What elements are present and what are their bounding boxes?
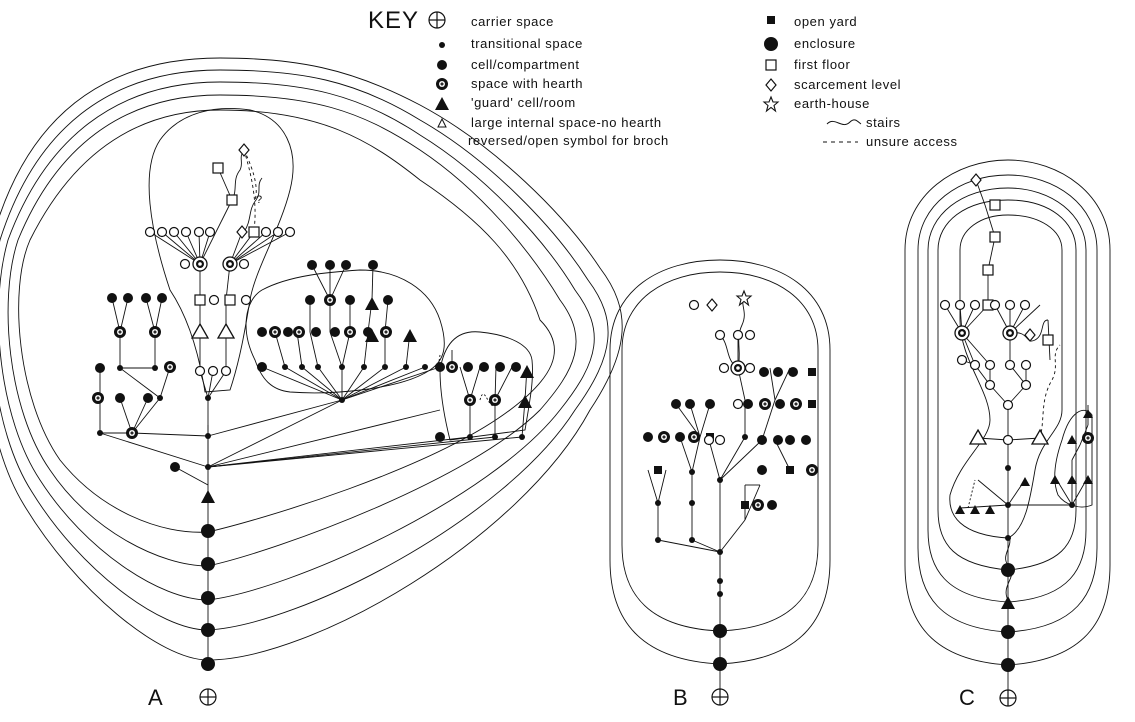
key-title: KEY — [368, 7, 419, 34]
enclosure-ring-5 — [0, 57, 623, 661]
hearth-symbol-icon — [436, 78, 448, 90]
broch-boundary — [148, 108, 294, 393]
enclosure-node-icon — [713, 657, 727, 671]
key-label-enclosure: enclosure — [794, 36, 856, 51]
earth-house-symbol-icon — [763, 96, 779, 112]
enclosure-ring-3 — [0, 81, 595, 601]
large-internal-space-symbol-icon — [437, 117, 447, 128]
diagram-b — [609, 259, 831, 695]
enclosure-node-icon — [201, 591, 215, 605]
carrier-node-icon — [711, 688, 729, 706]
transitional-space-symbol-icon — [439, 42, 445, 48]
cell-symbol-icon — [437, 60, 447, 70]
key-label-earth-house: earth-house — [794, 96, 870, 111]
diagram-a-nodes: ? — [92, 143, 534, 706]
key-note: reversed/open symbol for broch — [468, 133, 669, 148]
broch-boundary — [949, 214, 1063, 539]
enclosure-ring-2 — [7, 94, 577, 567]
key-label-hearth: space with hearth — [471, 76, 583, 91]
key-label-stairs: stairs — [866, 115, 901, 130]
open-yard-symbol-icon — [767, 16, 775, 24]
enclosure-node-icon — [1001, 658, 1015, 672]
panel-label-a: A — [148, 685, 163, 710]
side-group-boundary — [439, 331, 533, 441]
guard-node-icon — [1001, 596, 1015, 609]
enclosure-ring-3 — [927, 187, 1087, 603]
enclosure-ring-4 — [937, 199, 1077, 571]
key-label-unsure: unsure access — [866, 134, 958, 149]
panel-label-b: B — [673, 685, 688, 710]
diagram-b-nodes — [643, 290, 818, 706]
key-label-cell: cell/compartment — [471, 57, 580, 72]
enclosure-node-icon — [201, 524, 215, 538]
enclosure-node-icon — [1001, 625, 1015, 639]
enclosure-ring-1 — [904, 159, 1111, 666]
first-floor-symbol-icon — [765, 59, 777, 71]
enclosure-node-icon — [201, 557, 215, 571]
panel-label-c: C — [959, 685, 975, 710]
enclosure-symbol-icon — [764, 37, 778, 51]
enclosure-ring-1 — [18, 109, 555, 533]
enclosure-node-icon — [1001, 563, 1015, 577]
key-label-guard: 'guard' cell/room — [471, 95, 576, 110]
key-legend: KEY carrier space transitional space cel… — [368, 7, 958, 149]
key-label-first-floor: first floor — [794, 57, 851, 72]
guard-node-icon — [201, 490, 215, 503]
guard-cell-symbol-icon — [435, 97, 449, 110]
carrier-node-icon — [199, 688, 217, 706]
enclosure-node-icon — [713, 624, 727, 638]
diagram-a — [0, 57, 623, 661]
enclosure-node-icon — [201, 657, 215, 671]
enclosure-ring-outer — [609, 259, 831, 665]
enclosure-node-icon — [201, 623, 215, 637]
diagram-c — [904, 159, 1111, 697]
uncertain-access-mark: ? — [256, 194, 262, 206]
key-label-large-internal: large internal space-no hearth — [471, 115, 662, 130]
enclosure-ring-2 — [917, 174, 1098, 633]
inner-cell-group-boundary — [245, 269, 445, 394]
side-group-boundary — [1054, 410, 1093, 508]
diagram-c-nodes — [939, 173, 1094, 707]
key-label-scarcement: scarcement level — [794, 77, 901, 92]
enclosure-ring-4 — [0, 69, 609, 631]
key-label-carrier: carrier space — [471, 14, 554, 29]
key-label-transitional: transitional space — [471, 36, 583, 51]
stairs-symbol-icon — [826, 119, 862, 126]
carrier-node-icon — [999, 689, 1017, 707]
scarcement-symbol-icon — [765, 78, 777, 92]
key-label-open-yard: open yard — [794, 14, 857, 29]
carrier-space-symbol-icon — [428, 11, 446, 29]
enclosure-ring-inner — [621, 271, 819, 632]
